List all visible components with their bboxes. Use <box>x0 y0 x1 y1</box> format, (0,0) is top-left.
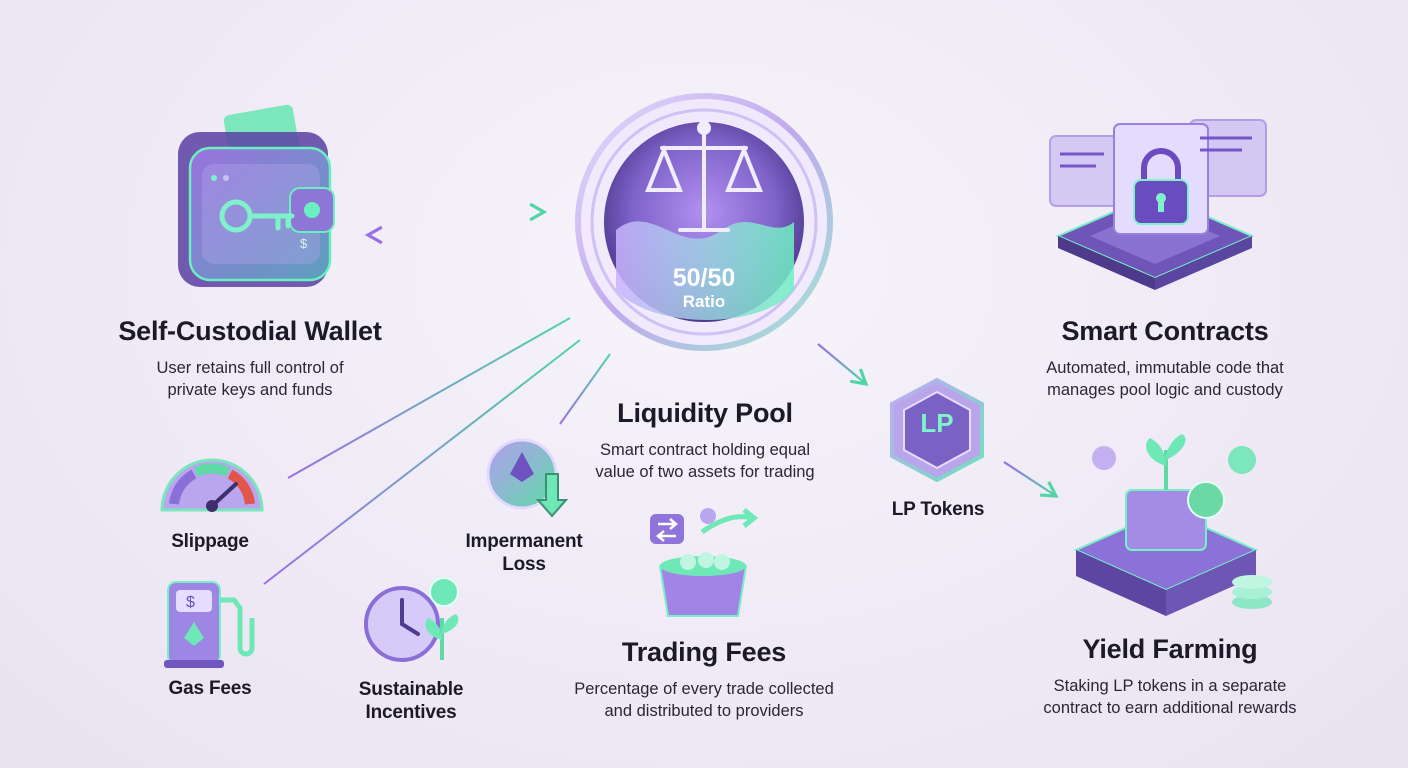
plant-icon <box>1146 434 1186 490</box>
yield-desc-line: contract to earn additional rewards <box>1043 699 1297 717</box>
plant-icon <box>425 614 459 660</box>
smart-contracts-icon <box>1049 119 1267 290</box>
contracts-node: Smart Contracts Automated, immutable cod… <box>1005 316 1325 401</box>
pool-desc: Smart contract holding equal value of tw… <box>550 439 860 483</box>
gauge-icon <box>160 458 264 512</box>
gas-fees-node: Gas Fees <box>140 677 280 700</box>
yield-desc: Staking LP tokens in a separate contract… <box>1000 675 1340 719</box>
liquidity-pool-icon <box>575 93 833 351</box>
trading-fees-desc: Percentage of every trade collected and … <box>546 678 862 722</box>
box-icon <box>658 552 748 617</box>
trading-fees-node: Trading Fees Percentage of every trade c… <box>546 637 862 722</box>
line-pool-to-loss <box>559 353 611 425</box>
impermanent-loss-node: Impermanent Loss <box>446 530 602 576</box>
trading-fees-desc-line: and distributed to providers <box>604 702 804 720</box>
contracts-desc-line: manages pool logic and custody <box>1047 381 1283 399</box>
contracts-desc-line: Automated, immutable code that <box>1046 359 1284 377</box>
clock-icon <box>364 577 459 662</box>
ethereum-icon <box>184 622 204 646</box>
pool-desc-line: value of two assets for trading <box>595 463 815 481</box>
fuel-pump-icon: $ <box>164 581 255 668</box>
gear-icon <box>1187 481 1225 519</box>
yield-farming-icon <box>1073 434 1272 616</box>
balance-scale-icon <box>645 121 763 232</box>
contracts-desc: Automated, immutable code that manages p… <box>1005 357 1325 401</box>
wallet-node: Self-Custodial Wallet User retains full … <box>80 316 420 401</box>
wallet-desc: User retains full control of private key… <box>80 357 420 401</box>
ethereum-icon <box>1092 446 1116 470</box>
ratio-value: 50/50 <box>672 264 736 292</box>
lp-token-badge: LP <box>920 408 954 438</box>
line-pool-to-gasfees <box>263 339 581 585</box>
dollar-icon: $ <box>186 594 195 611</box>
lp-tokens-node: LP Tokens <box>868 498 1008 521</box>
contracts-title: Smart Contracts <box>1061 316 1269 346</box>
pool-node: Liquidity Pool Smart contract holding eq… <box>550 398 860 483</box>
line-pool-to-slippage <box>287 317 571 479</box>
incentives-title-line: Sustainable <box>358 679 464 700</box>
trading-fees-title: Trading Fees <box>621 637 787 667</box>
gas-fees-title: Gas Fees <box>168 678 252 699</box>
lock-icon <box>1133 148 1189 225</box>
trading-fees-icon <box>650 508 759 617</box>
dollar-icon: $ <box>300 236 308 251</box>
slippage-title: Slippage <box>171 531 249 552</box>
wallet-desc-line: User retains full control of <box>156 359 344 377</box>
trading-fees-desc-line: Percentage of every trade collected <box>574 680 834 698</box>
arrow-pool-to-lp <box>817 343 869 387</box>
dollar-icon <box>429 577 459 607</box>
slippage-node: Slippage <box>140 530 280 553</box>
wallet-desc-line: private keys and funds <box>167 381 333 399</box>
arrow-icon <box>535 473 569 518</box>
pool-desc-line: Smart contract holding equal <box>599 441 811 459</box>
ethereum-icon <box>510 452 534 482</box>
yield-title: Yield Farming <box>1082 634 1258 664</box>
swap-icon <box>650 514 684 544</box>
incentives-node: Sustainable Incentives <box>336 678 486 724</box>
ratio-label: Ratio <box>682 292 726 311</box>
key-icon <box>219 199 295 233</box>
wallet-icon: $ <box>178 104 335 287</box>
incentives-title-line: Incentives <box>365 702 457 723</box>
arrow-lp-to-yield <box>1003 461 1059 498</box>
yield-desc-line: Staking LP tokens in a separate <box>1053 677 1287 695</box>
pool-title: Liquidity Pool <box>617 398 793 428</box>
lp-tokens-title: LP Tokens <box>891 499 985 520</box>
wallet-title: Self-Custodial Wallet <box>118 316 382 346</box>
yield-node: Yield Farming Staking LP tokens in a sep… <box>1000 634 1340 719</box>
lp-token-icon <box>890 377 984 483</box>
arrow-icon <box>700 508 759 535</box>
impermanent-loss-icon <box>486 438 569 518</box>
coin-stack-icon <box>1232 575 1272 609</box>
impermanent-loss-title-line: Impermanent <box>465 531 583 552</box>
impermanent-loss-title-line: Loss <box>502 554 546 575</box>
